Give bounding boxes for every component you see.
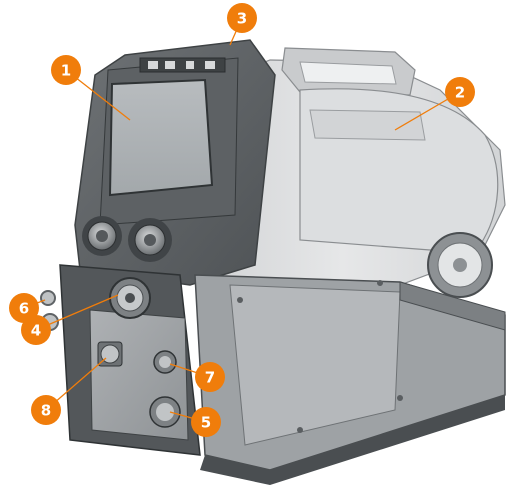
svg-text:4: 4 [31, 322, 41, 340]
callout-8: 8 [31, 395, 61, 425]
svg-text:5: 5 [201, 414, 211, 432]
callout-6: 6 [9, 293, 39, 323]
callout-1: 1 [51, 55, 81, 85]
side-chassis [194, 274, 506, 485]
callout-4: 4 [21, 315, 51, 345]
callouts: 1 2 3 4 5 6 7 8 [9, 3, 475, 437]
svg-text:6: 6 [19, 300, 29, 318]
svg-text:8: 8 [41, 402, 51, 420]
sockets [97, 341, 181, 428]
callout-7: 7 [195, 362, 225, 392]
torch-connector [109, 277, 151, 319]
svg-text:1: 1 [61, 62, 71, 80]
svg-text:7: 7 [205, 369, 215, 387]
callout-2: 2 [445, 77, 475, 107]
callout-5: 5 [191, 407, 221, 437]
spool-hub [427, 232, 493, 298]
svg-text:2: 2 [455, 84, 465, 102]
callout-3: 3 [227, 3, 257, 33]
control-knobs [82, 216, 172, 262]
display-screen [108, 78, 214, 197]
svg-text:3: 3 [237, 10, 247, 28]
